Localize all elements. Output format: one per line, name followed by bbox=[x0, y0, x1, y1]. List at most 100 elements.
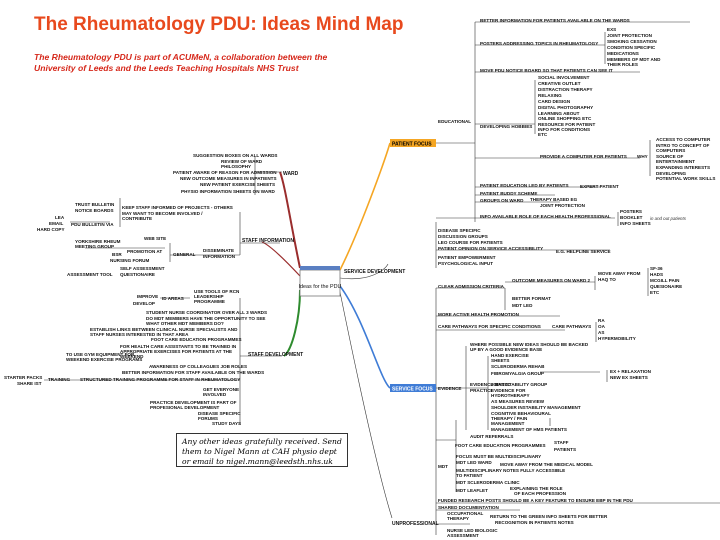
node-sf-evidence-based2[interactable]: PRACTICE bbox=[470, 388, 493, 393]
node-sf-cbt2[interactable]: THERAPY / PAIN bbox=[491, 416, 528, 421]
node-pf-info-sheets[interactable]: INFO SHEETS bbox=[620, 221, 651, 226]
node-sd-gym2[interactable]: WEEKEND EXERCISE PROGRAMS bbox=[66, 357, 142, 362]
node-pf-groups[interactable]: GROUPS ON WARD bbox=[480, 198, 524, 203]
node-si-general[interactable]: GENERAL bbox=[173, 252, 196, 257]
node-up-nurse2[interactable]: ASSESSMENT bbox=[447, 533, 479, 538]
node-sd-use-tools2[interactable]: LEADERSHIP bbox=[194, 294, 224, 299]
node-sf-clear[interactable]: CLEAR ADMISSION CRITERIA bbox=[438, 284, 505, 289]
node-sd-id-areas[interactable]: ID AREAS bbox=[162, 296, 184, 301]
node-sd-establish1[interactable]: ESTABLISH LINKS BETWEEN CLINICAL NURSE S… bbox=[90, 327, 238, 332]
node-sd-disease2[interactable]: FORUMS bbox=[198, 416, 218, 421]
node-pf-leo[interactable]: LEO COURSE FOR PATIENTS bbox=[438, 240, 503, 245]
node-w-review1[interactable]: REVIEW OF WARD bbox=[221, 159, 263, 164]
node-sf-patients[interactable]: PATIENTS bbox=[554, 447, 576, 452]
node-pf-move-pdu[interactable]: MOVE PDU NOTICE BOARD SO THAT PATIENTS C… bbox=[480, 68, 613, 73]
node-si-assessment[interactable]: ASSESSMENT TOOL bbox=[67, 272, 113, 277]
node-pf-source2[interactable]: ENTERTAINMENT bbox=[656, 159, 695, 164]
node-pf-relaxing[interactable]: RELAXING bbox=[538, 93, 562, 98]
node-pf-disease[interactable]: DISEASE SPECIFIC bbox=[438, 228, 481, 233]
node-pf-empowerment[interactable]: PATIENT EMPOWERMENT bbox=[438, 255, 496, 260]
node-sf-hads[interactable]: HADS bbox=[650, 272, 663, 277]
node-staff-development[interactable]: STAFF DEVELOPMENT bbox=[248, 352, 303, 358]
node-sd-share[interactable]: SHARE IST bbox=[17, 381, 42, 386]
node-pf-computer[interactable]: PROVIDE A COMPUTER FOR PATIENTS bbox=[540, 154, 627, 159]
node-sf-mcgill[interactable]: MCGILL PAIN bbox=[650, 278, 680, 283]
node-sf-cbt1[interactable]: COGNITIVE BEHAVIOURAL bbox=[491, 411, 551, 416]
node-pf-resource[interactable]: RESOURCE FOR PATIENT bbox=[538, 122, 595, 127]
node-sd-develop[interactable]: DEVELOP bbox=[133, 301, 155, 306]
node-w-physio[interactable]: PHYSIO INFORMATION SHEETS ON WARD bbox=[181, 189, 276, 194]
node-pf-learning[interactable]: LEARNING ABOUT bbox=[538, 111, 580, 116]
node-sf-multi2[interactable]: TO PATIENT bbox=[456, 473, 483, 478]
node-sd-use-tools1[interactable]: USE TOOLS OF RCN bbox=[194, 289, 240, 294]
node-pf-etc[interactable]: ETC bbox=[538, 132, 548, 137]
node-sf-multi1[interactable]: MULTIDISCIPLINARY NOTES FULLY ACCESSIBLE bbox=[456, 468, 565, 473]
node-w-new-patient[interactable]: NEW PATIENT EXERCISE SHEETS bbox=[200, 182, 275, 187]
node-sd-improve[interactable]: IMPROVE bbox=[137, 294, 158, 299]
node-si-yorkshire1[interactable]: YORKSHIRE RHEUM bbox=[75, 239, 121, 244]
node-pf-medications[interactable]: MEDICATIONS bbox=[607, 51, 639, 56]
node-sd-starter[interactable]: STARTER PACKS bbox=[4, 375, 42, 380]
node-pf-card[interactable]: CARD DESIGN bbox=[538, 99, 571, 104]
node-sf-hms[interactable]: MANAGEMENT OF HMS PATIENTS bbox=[491, 427, 567, 432]
node-pf-online[interactable]: ONLINE SHOPPING ETC bbox=[538, 116, 592, 121]
node-sd-better-info[interactable]: BETTER INFORMATION FOR STAFF AVAILABLE O… bbox=[122, 370, 264, 375]
node-pf-psych[interactable]: PSYCHOLOGICAL INPUT bbox=[438, 261, 493, 266]
node-pf-digital[interactable]: DIGITAL PHOTOGRAPHY bbox=[538, 105, 593, 110]
node-sf-etc[interactable]: ETC bbox=[650, 290, 660, 295]
node-pf-booklet[interactable]: BOOKLET bbox=[620, 215, 643, 220]
node-sd-get2[interactable]: INVOLVED bbox=[203, 392, 227, 397]
node-sf-sclero-clinic[interactable]: MDT SCLERODERMA CLINIC bbox=[456, 480, 520, 485]
node-sf-mdt-led[interactable]: MDT LED bbox=[512, 303, 533, 308]
node-si-web[interactable]: WEB SITE bbox=[144, 236, 166, 241]
node-sd-disease1[interactable]: DISEASE SPECIFIC bbox=[198, 411, 241, 416]
node-pf-intro2[interactable]: COMPUTERS bbox=[656, 148, 685, 153]
branch-patient-focus[interactable]: PATIENT FOCUS bbox=[392, 142, 432, 148]
node-pf-discussion[interactable]: DISCUSSION GROUPS bbox=[438, 234, 488, 239]
node-pf-social[interactable]: SOCIAL INVOLVEMENT bbox=[538, 75, 590, 80]
node-pf-expanding[interactable]: EXPANDING INTERESTS bbox=[656, 165, 710, 170]
node-sf-evidence[interactable]: EVIDENCE bbox=[438, 386, 462, 391]
node-sd-establish2[interactable]: STAFF NURSES INTERESTED IN THAT AREA bbox=[90, 332, 189, 337]
node-sf-audit[interactable]: AUDIT REFERRALS bbox=[470, 434, 513, 439]
node-sd-structured[interactable]: STRUCTURED TRAINING PROGRAMME FOR STAFF … bbox=[80, 377, 240, 382]
node-up-return1[interactable]: RETURN TO THE GREEN INFO SHEETS FOR BETT… bbox=[490, 514, 608, 519]
node-si-disseminate1[interactable]: DISSEMINATE bbox=[203, 248, 234, 253]
node-up-return2[interactable]: RECOGNITION IN PATIENTS NOTES bbox=[495, 520, 574, 525]
node-pf-joint-protection[interactable]: JOINT PROTECTION bbox=[607, 33, 653, 38]
node-sf-where2[interactable]: UP BY A GOOD EVIDENCE BASE bbox=[470, 347, 542, 352]
node-sd-awareness[interactable]: AWARENESS OF COLLEAGUES JOB ROLES bbox=[149, 364, 247, 369]
node-pf-potential[interactable]: POTENTIAL WORK SKILLS bbox=[656, 176, 715, 181]
node-sf-hand1[interactable]: HAND EXERCISE bbox=[491, 353, 529, 358]
node-si-keep2[interactable]: MAY WANT TO BECOME INVOLVED / bbox=[122, 211, 203, 216]
node-sf-staff[interactable]: STAFF bbox=[554, 440, 569, 445]
node-sf-care-pathways[interactable]: CARE PATHWAYS bbox=[552, 324, 591, 329]
node-si-lea[interactable]: LEA bbox=[55, 215, 65, 220]
node-sf-mdt[interactable]: MDT bbox=[438, 464, 448, 469]
node-pf-access[interactable]: ACCESS TO COMPUTER bbox=[656, 137, 711, 142]
node-sd-foot[interactable]: FOOT CARE EDUCATION PROGRAMMES bbox=[151, 337, 242, 342]
node-sf-active[interactable]: MORE ACTIVE HEALTH PROMOTION bbox=[438, 312, 520, 317]
node-sf-shoulder[interactable]: SHOULDER INSTABILITY MANAGEMENT bbox=[491, 405, 581, 410]
node-pf-buddy[interactable]: PATIENT BUDDY SCHEME bbox=[480, 191, 537, 196]
node-sf-sclero[interactable]: SCLERODERMA REHAB bbox=[491, 364, 545, 369]
node-sf-evidence-based1[interactable]: EVIDENCE BASED bbox=[470, 382, 512, 387]
node-pf-wards-info[interactable]: BETTER INFORMATION FOR PATIENTS AVAILABL… bbox=[480, 18, 630, 23]
node-sf-mdt-led-ward[interactable]: MDT LED WARD bbox=[456, 460, 492, 465]
node-sf-explaining2[interactable]: OF EACH PROFESSION bbox=[514, 491, 567, 496]
node-si-nursing[interactable]: NURSING FORUM bbox=[110, 258, 149, 263]
node-sf-new-ex[interactable]: NEW EX SHEETS bbox=[610, 375, 648, 380]
node-si-disseminate2[interactable]: INFORMATION bbox=[203, 254, 236, 259]
node-w-new-outcome[interactable]: NEW OUTCOME MEASURES IN INPATIENTS bbox=[180, 176, 277, 181]
node-unprofessional[interactable]: UNPROFESSIONAL bbox=[392, 521, 439, 527]
node-si-promotion[interactable]: PROMOTION AT bbox=[127, 249, 162, 254]
node-up-ot2[interactable]: THERAPY bbox=[447, 516, 469, 521]
node-sf-as-measures[interactable]: AS MEASURES REVIEW bbox=[491, 399, 545, 404]
node-sf-move-medical[interactable]: MOVE AWAY FROM THE MEDICAL MODEL bbox=[500, 462, 593, 467]
node-si-bsr[interactable]: BSR bbox=[112, 252, 122, 257]
node-w-review2[interactable]: PHILOSOPHY bbox=[221, 164, 251, 169]
node-pf-posters2[interactable]: POSTERS bbox=[620, 209, 642, 214]
branch-service-focus[interactable]: SERVICE FOCUS bbox=[392, 387, 433, 393]
node-service-development[interactable]: SERVICE DEVELOPMENT bbox=[344, 269, 405, 275]
node-sf-funded[interactable]: FUNDED RESEARCH POSTS SHOULD BE A KEY FE… bbox=[438, 498, 634, 503]
